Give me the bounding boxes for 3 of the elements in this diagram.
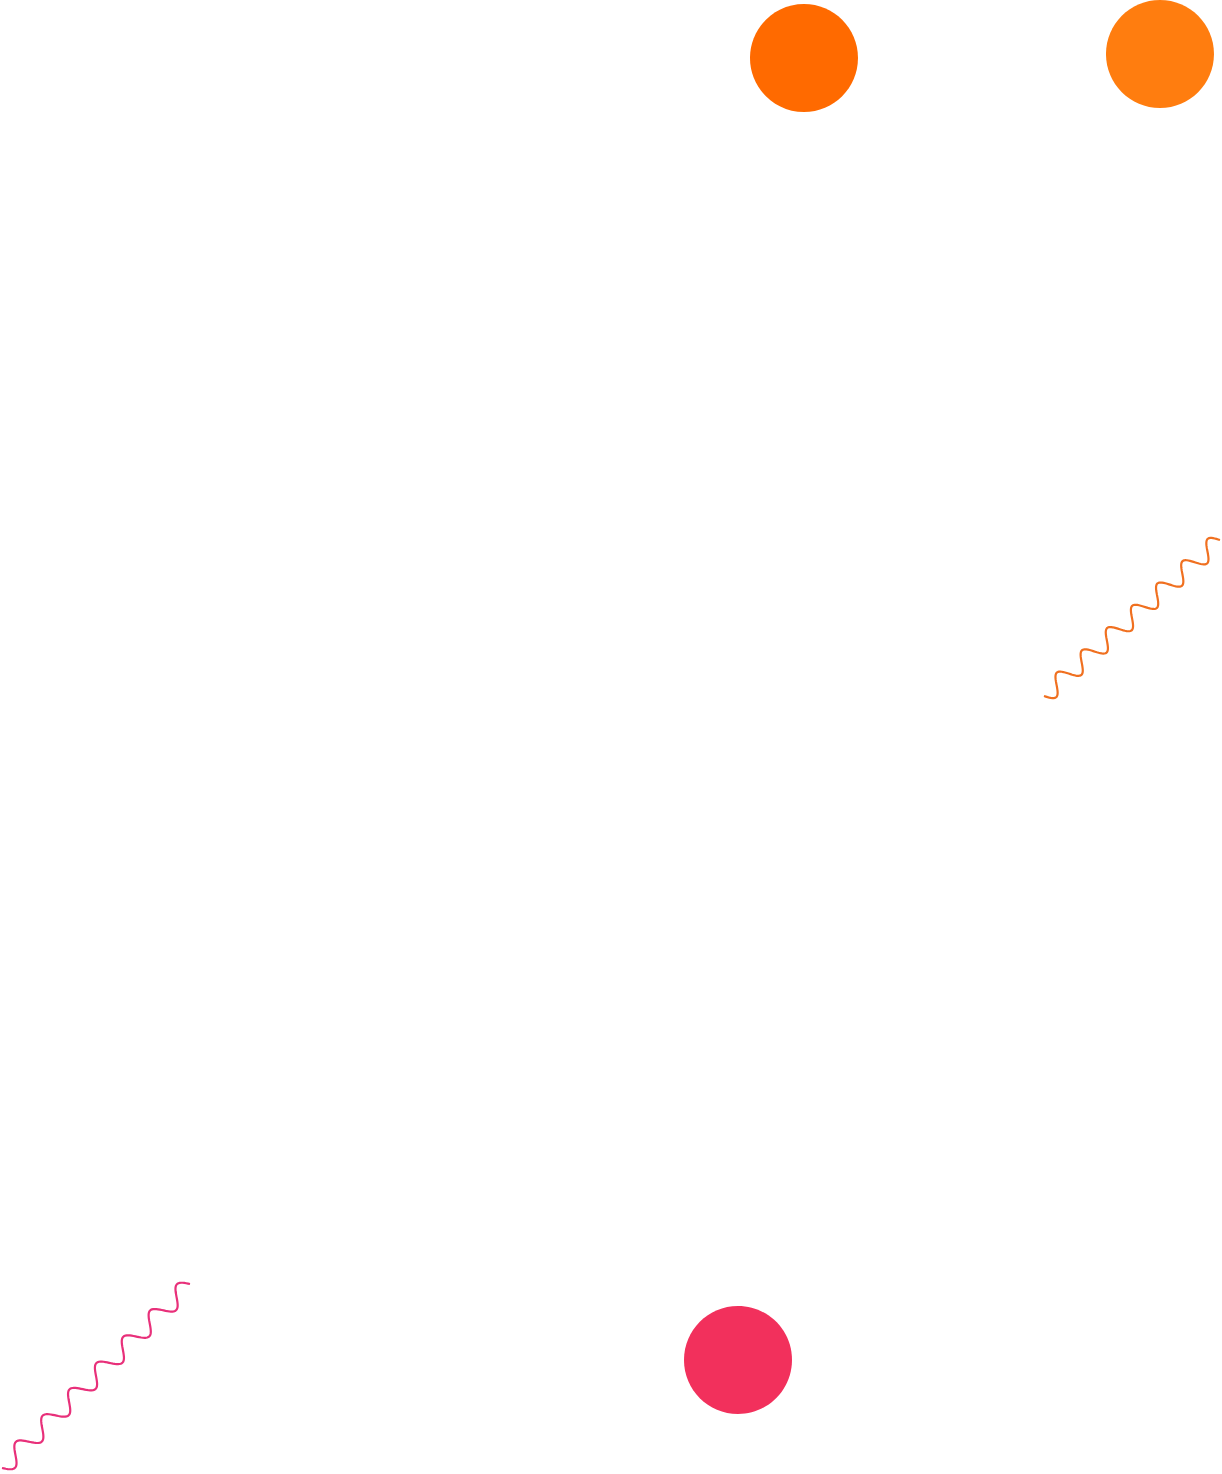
dot <box>684 1306 792 1414</box>
dot <box>750 4 858 112</box>
dot <box>1106 0 1214 108</box>
